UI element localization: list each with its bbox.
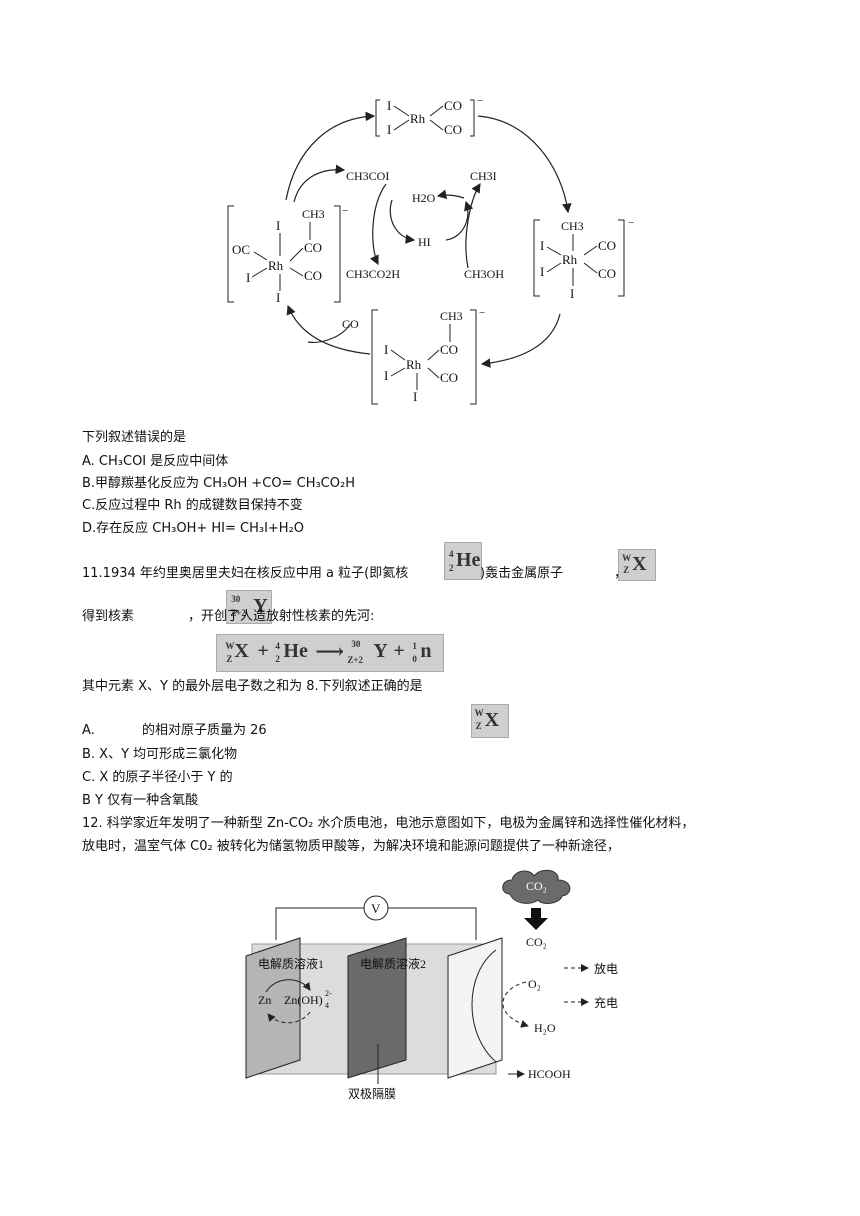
zn-label: Zn	[258, 993, 271, 1007]
h2o-label: H₂O	[534, 1021, 556, 1035]
x-nuclide-image-option-a: W Z X	[470, 704, 509, 738]
svg-text:I: I	[387, 122, 391, 137]
svg-text:CO: CO	[440, 370, 458, 385]
svg-text:I: I	[387, 98, 391, 113]
rh-catalytic-cycle-diagram: I I Rh CO CO − CH3 − I CO OC Rh CO I I C…	[227, 95, 634, 405]
q11-line1-b: )轰击金属原子	[480, 566, 564, 581]
hcooh-label: HCOOH	[528, 1067, 571, 1081]
down-arrow-icon	[524, 908, 548, 930]
species-hi: HI	[418, 235, 431, 249]
svg-text:2-: 2-	[325, 989, 332, 998]
q10-option-c: C.反应过程中 Rh 的成键数目保持不变	[82, 498, 303, 513]
svg-text:Rh: Rh	[562, 252, 578, 267]
svg-text:−: −	[342, 205, 348, 217]
svg-text:I: I	[246, 270, 250, 285]
charge-label: 充电	[594, 995, 618, 1010]
svg-text:CH3: CH3	[302, 207, 325, 221]
catalyst-electrode	[447, 937, 503, 1079]
top-rh-complex: I I Rh CO CO −	[375, 95, 483, 137]
q11-stem-2: 其中元素 X、Y 的最外层电子数之和为 8.下列叙述正确的是	[82, 679, 423, 694]
q10-option-a: A. CH₃COI 是反应中间体	[82, 454, 229, 469]
svg-text:I: I	[540, 264, 544, 279]
zn-oh-label: Zn(OH)	[284, 993, 323, 1007]
svg-text:V: V	[371, 901, 381, 916]
svg-text:−: −	[628, 217, 634, 229]
electrolyte-1-label: 电解质溶液1	[258, 956, 324, 971]
svg-text:I: I	[540, 238, 544, 253]
svg-text:−: −	[479, 307, 485, 319]
svg-text:Rh: Rh	[406, 357, 422, 372]
svg-text:CO: CO	[304, 240, 322, 255]
q11-line2-b: ，开创了人造放射性核素的先河:	[188, 609, 375, 624]
svg-text:4: 4	[325, 1001, 329, 1010]
species-ch3oh: CH3OH	[464, 267, 504, 281]
bipolar-membrane	[347, 937, 407, 1079]
svg-text:CO: CO	[598, 266, 616, 281]
q11-option-a-suffix: 的相对原子质量为 26	[142, 723, 267, 738]
nuclear-equation-image: W Z X + 4 2 He ⟶ 30 Z+2 Y + 1 0 n	[216, 634, 445, 672]
q12-line-2: 放电时，温室气体 C0₂ 被转化为储氢物质甲酸等，为解决环境和能源问题提供了一种…	[82, 839, 620, 854]
o2-label: O₂	[528, 977, 541, 991]
q10-option-b: B.甲醇羰基化反应为 CH₃OH +CO= CH₃CO₂H	[82, 476, 355, 491]
svg-text:CO: CO	[444, 122, 462, 137]
species-ch3coi: CH3COI	[346, 169, 389, 183]
svg-text:CH3: CH3	[440, 309, 463, 323]
x-nuclide-image: W Z X	[618, 549, 657, 581]
svg-text:CO: CO	[444, 98, 462, 113]
svg-text:I: I	[276, 218, 280, 233]
q11-line-1: 11.1934 年约里奥居里夫妇在核反应中用 a 粒子(即氦核	[82, 565, 408, 583]
svg-text:CO: CO	[598, 238, 616, 253]
bottom-rh-complex: CH3 − CO CO I I Rh I	[371, 307, 485, 405]
q11-option-d: B Y 仅有一种含氧酸	[82, 793, 199, 808]
co2-cloud: CO₂	[502, 869, 571, 904]
svg-text:Rh: Rh	[410, 111, 426, 126]
svg-text:CH3: CH3	[561, 219, 584, 233]
y-nuclide-image: 30 Z+2 Y	[226, 590, 273, 624]
right-rh-complex: CH3 − I I Rh CO CO I	[533, 217, 634, 301]
q11-option-a-prefix: A.	[82, 723, 95, 738]
zinc-electrode	[245, 937, 301, 1079]
cycle-arrows	[285, 111, 572, 368]
helium-nuclide-image: 4 2 He	[444, 542, 482, 580]
svg-text:I: I	[384, 368, 388, 383]
svg-text:I: I	[384, 342, 388, 357]
svg-text:Rh: Rh	[268, 258, 284, 273]
svg-text:CO₂: CO₂	[526, 879, 547, 893]
svg-text:−: −	[477, 95, 483, 107]
species-ch3co2h: CH3CO2H	[346, 267, 400, 281]
membrane-label: 双极隔膜	[348, 1087, 396, 1101]
q11-line2-a: 得到核素	[82, 609, 135, 624]
svg-text:I: I	[413, 389, 417, 404]
species-h2o: H2O	[412, 191, 436, 205]
q11-option-b: B. X、Y 均可形成三氯化物	[82, 747, 238, 762]
svg-text:I: I	[276, 290, 280, 305]
discharge-label: 放电	[594, 961, 618, 976]
svg-text:CO: CO	[440, 342, 458, 357]
svg-text:CO: CO	[304, 268, 322, 283]
species-co: CO	[342, 317, 359, 331]
left-rh-complex: CH3 − I CO OC Rh CO I I	[227, 205, 348, 305]
svg-text:I: I	[570, 286, 574, 301]
q11-option-c: C. X 的原子半径小于 Y 的	[82, 770, 233, 785]
zn-co2-battery-diagram: CO₂ CO₂ V 电解质溶液1 电解质溶液2 Zn Zn(OH) 2- 4 O…	[245, 869, 618, 1101]
q11-line1-a: 11.1934 年约里奥居里夫妇在核反应中用 a 粒子(即氦核	[82, 566, 409, 581]
svg-text:OC: OC	[232, 242, 250, 257]
q11-line1-c: ，	[614, 566, 628, 581]
q10-stem: 下列叙述错误的是	[82, 430, 187, 445]
co2-label: CO₂	[526, 935, 547, 949]
q10-option-d: D.存在反应 CH₃OH+ HI= CH₃I+H₂O	[82, 521, 305, 536]
voltmeter-icon	[363, 895, 389, 921]
q12-line-1: 12. 科学家近年发明了一种新型 Zn-CO₂ 水介质电池，电池示意图如下，电极…	[82, 816, 695, 831]
species-ch3i: CH3I	[470, 169, 497, 183]
electrolyte-2-label: 电解质溶液2	[360, 956, 426, 971]
